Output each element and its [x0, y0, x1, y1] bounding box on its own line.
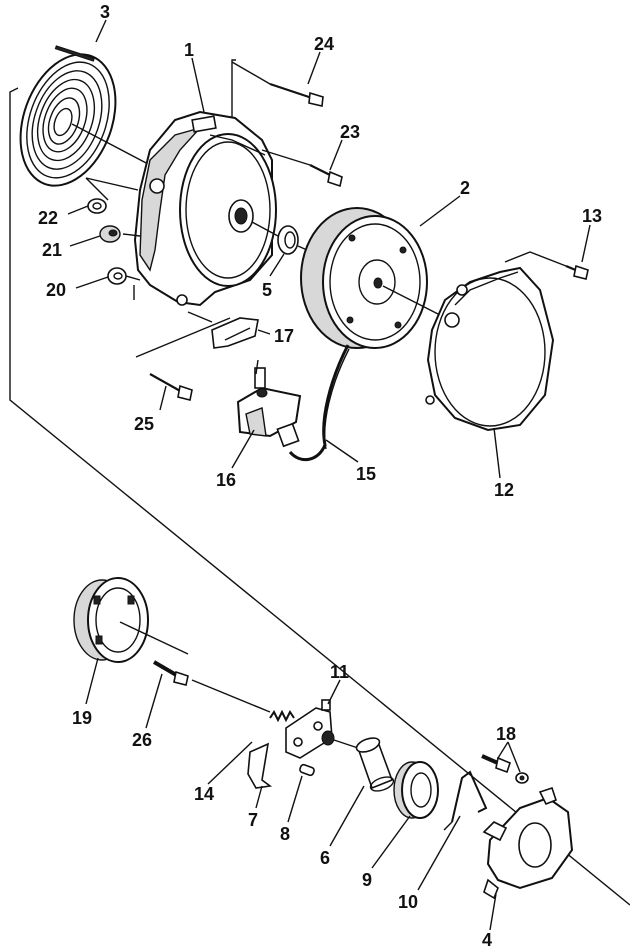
- fastener-leader-lines: [85, 177, 141, 281]
- label-part-10: 10: [398, 892, 418, 912]
- part-21-nut: [99, 225, 121, 243]
- part-25-bolt: [135, 317, 231, 401]
- part-7-pawl: [247, 742, 273, 789]
- part-12-starter-cover: [425, 266, 555, 432]
- label-part-23: 23: [340, 122, 360, 142]
- part-20-bushing: [107, 267, 127, 285]
- part-16-starter-handle: [236, 359, 302, 448]
- part-6-sleeve: [355, 737, 395, 792]
- label-part-9: 9: [362, 870, 372, 890]
- label-part-16: 16: [216, 470, 236, 490]
- label-part-6: 6: [320, 848, 330, 868]
- label-part-20: 20: [46, 280, 66, 300]
- part-24-long-bolt: [231, 61, 324, 107]
- part-1-starter-housing: [133, 110, 277, 307]
- label-part-15: 15: [356, 464, 376, 484]
- label-part-14: 14: [194, 784, 214, 804]
- assembly-frame-lines: [9, 59, 630, 906]
- label-part-21: 21: [42, 240, 62, 260]
- label-part-17: 17: [274, 326, 294, 346]
- part-2-rope-pulley: [300, 207, 441, 349]
- label-part-11: 11: [330, 662, 349, 682]
- label-part-3: 3: [100, 2, 110, 22]
- label-part-7: 7: [248, 810, 258, 830]
- part-10-return-spring: [443, 770, 488, 831]
- part-11-pawl-bracket: [285, 699, 371, 759]
- label-part-24: 24: [314, 34, 334, 54]
- label-part-1: 1: [184, 40, 194, 60]
- part-8-pin: [299, 763, 315, 777]
- part-13-screw: [504, 251, 589, 280]
- part-14-spring: [269, 709, 295, 723]
- part-23-short-bolt: [261, 149, 343, 188]
- part-4-retainer-plate: [482, 786, 574, 900]
- label-leaders: [67, 19, 591, 931]
- label-part-25: 25: [134, 414, 154, 434]
- label-part-2: 2: [460, 178, 470, 198]
- label-part-4: 4: [482, 930, 492, 947]
- label-part-19: 19: [72, 708, 92, 728]
- part-15-starter-rope: [288, 344, 350, 462]
- label-part-26: 26: [132, 730, 152, 750]
- part-26-stud: [152, 660, 271, 713]
- label-part-8: 8: [280, 824, 290, 844]
- callout-labels: 3 24 1 23 2 13 22 21 20 5 17 25 16 15 12…: [38, 2, 602, 947]
- label-part-18: 18: [496, 724, 516, 744]
- part-18-screw-washer: [481, 754, 529, 784]
- label-part-22: 22: [38, 208, 58, 228]
- part-3-rewind-spring: [19, 45, 151, 187]
- label-part-13: 13: [582, 206, 602, 226]
- part-9-bearing: [393, 761, 439, 819]
- label-part-12: 12: [494, 480, 514, 500]
- label-part-5: 5: [262, 280, 272, 300]
- part-17-clip: [187, 311, 259, 349]
- part-19-drive-cup: [73, 577, 189, 663]
- part-22-washer: [87, 198, 107, 214]
